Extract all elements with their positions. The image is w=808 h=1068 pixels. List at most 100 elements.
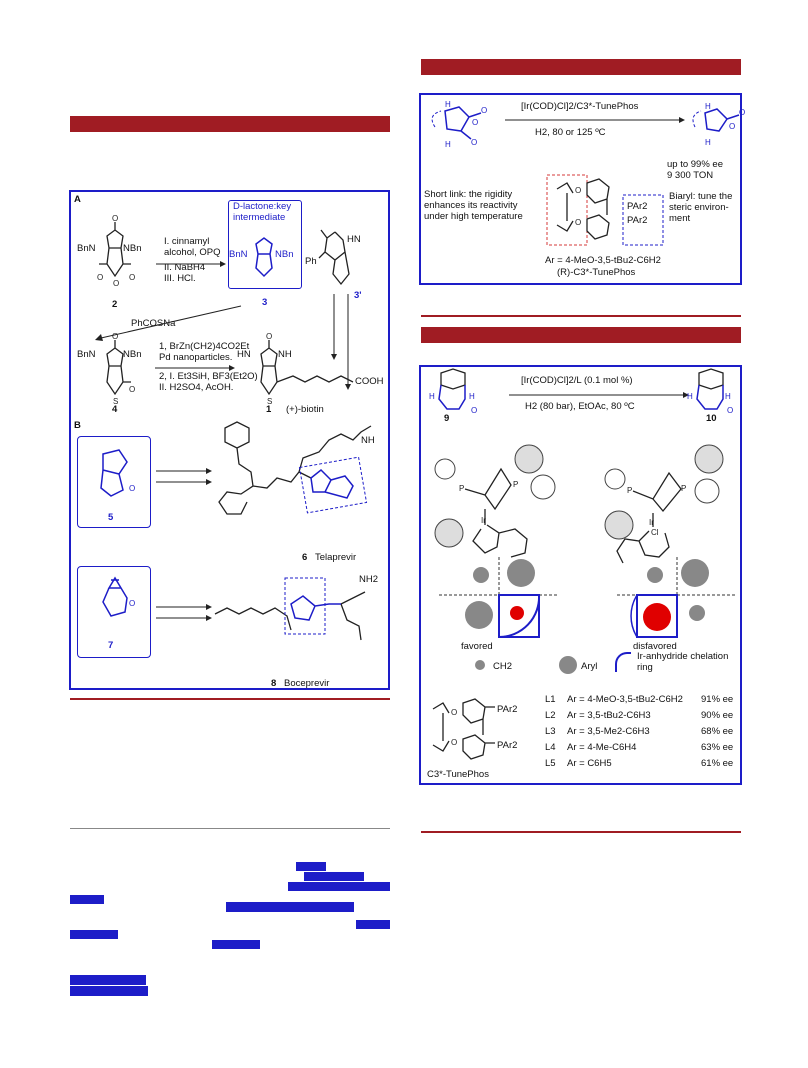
reference-link-1[interactable] xyxy=(296,862,326,871)
divider-right-red-2 xyxy=(421,831,741,833)
svg-text:H: H xyxy=(469,392,475,401)
label-hn: HN xyxy=(347,234,361,245)
ton-top: 9 300 TON xyxy=(667,170,714,181)
par2-top-a: PAr2 xyxy=(627,201,648,212)
figure-panel-left: A O O O O BnN NBn 2 I. cinnamyl alcohol,… xyxy=(69,190,390,690)
legend-aryl-label: Aryl xyxy=(581,661,598,672)
ligand-row: L3 Ar = 3,5-Me2-C6H3 68% ee xyxy=(545,726,734,737)
product-lactone: O O H H xyxy=(692,102,745,147)
compound-7-box xyxy=(77,566,151,658)
substrate-anhydride: O O O H H xyxy=(431,100,487,149)
arrows-3p-to-1 xyxy=(331,294,351,390)
reference-link-3[interactable] xyxy=(288,882,390,891)
dlactone-note: D-lactone:key intermediate xyxy=(233,201,292,223)
svg-text:O: O xyxy=(575,218,581,227)
ligand-name-top: (R)-C3*-TunePhos xyxy=(557,267,636,278)
structure-3-prime xyxy=(318,229,350,286)
product-10: H H O xyxy=(687,368,733,415)
reagent-phcosna: PhCOSNa xyxy=(131,318,176,329)
svg-text:H: H xyxy=(429,392,435,401)
svg-text:O: O xyxy=(575,186,581,195)
disfavored-label: disfavored xyxy=(633,641,677,652)
ligand-row: L1 Ar = 4-MeO-3,5-tBu2-C6H2 91% ee xyxy=(545,694,734,705)
reference-link-10[interactable] xyxy=(70,986,148,996)
compound-3-label: 3 xyxy=(262,297,268,308)
arrow-bottom-reaction xyxy=(509,392,689,398)
arrow-2-to-3 xyxy=(156,261,226,267)
structure-7: O xyxy=(102,576,135,617)
arrow-top-reaction xyxy=(505,117,685,123)
catalyst-bottom: [Ir(COD)Cl]2/L (0.1 mol %) xyxy=(521,375,633,386)
figure-panel-top-right: O O O H H [Ir(COD)Cl]2/C3*-TunePhos H2, … xyxy=(419,93,745,285)
svg-text:O: O xyxy=(129,484,135,493)
quadrant-disfavored xyxy=(617,557,735,638)
structure-1-biotin: O S xyxy=(260,332,354,406)
ligand-row: L2 Ar = 3,5-tBu2-C6H3 90% ee xyxy=(545,710,734,721)
svg-text:O: O xyxy=(266,332,272,341)
compound-9-label: 9 xyxy=(444,413,450,424)
label-nh-1: NH xyxy=(278,349,292,360)
svg-text:H: H xyxy=(687,392,693,401)
ir-complex-disfavored: Ir Cl P P xyxy=(604,444,724,564)
reference-link-7[interactable] xyxy=(70,930,118,939)
structure-6-telaprevir xyxy=(218,421,372,515)
reference-link-4[interactable] xyxy=(70,895,104,904)
compound-5-label: 5 xyxy=(108,512,114,523)
ir-complex-favored: Ir P P xyxy=(434,444,556,558)
compound-1-label: 1 xyxy=(266,404,272,415)
svg-text:P: P xyxy=(681,484,686,493)
svg-text:H: H xyxy=(445,140,451,149)
quadrant-favored xyxy=(439,557,557,639)
biaryl-note: Biaryl: tune the steric environ-ment xyxy=(669,191,733,224)
par2-bottom-b: PAr2 xyxy=(497,740,518,751)
svg-text:O: O xyxy=(113,279,119,288)
tunephos-structure-bottom: O O xyxy=(432,698,495,760)
divider-left-red xyxy=(70,698,390,700)
legend-ch2-label: CH2 xyxy=(493,661,513,672)
arrow-3-to-4 xyxy=(95,305,242,341)
ee-top: up to 99% ee xyxy=(667,159,723,170)
compound-3-box xyxy=(228,200,302,289)
label-ph: Ph xyxy=(305,256,317,267)
section-bar-right-top xyxy=(421,59,741,75)
catalyst-top: [Ir(COD)Cl]2/C3*-TunePhos xyxy=(521,101,639,112)
svg-text:O: O xyxy=(729,122,735,131)
section-bar-right-mid xyxy=(421,327,741,343)
compound-4-label: 4 xyxy=(112,404,118,415)
reference-link-6[interactable] xyxy=(356,920,390,929)
arrow-4-to-1 xyxy=(155,365,235,371)
svg-text:P: P xyxy=(627,486,632,495)
favored-label: favored xyxy=(461,641,493,652)
par2-bottom-a: PAr2 xyxy=(497,704,518,715)
ar-definition-top: Ar = 4-MeO-3,5-tBu2-C6H2 xyxy=(545,255,661,266)
biotin-label: (+)-biotin xyxy=(286,404,324,415)
structure-8-boceprevir xyxy=(214,577,366,641)
svg-text:Cl: Cl xyxy=(651,528,659,537)
svg-text:O: O xyxy=(129,599,135,608)
label-nh2: NH2 xyxy=(359,574,379,585)
reference-link-5[interactable] xyxy=(226,902,354,912)
label-nbn-2: NBn xyxy=(123,243,142,254)
svg-text:Ir: Ir xyxy=(649,518,654,527)
svg-text:O: O xyxy=(471,406,477,415)
reference-link-8[interactable] xyxy=(212,940,260,949)
legend-aryl-swatch xyxy=(559,656,577,674)
compound-2-label: 2 xyxy=(112,299,118,310)
compound-7-label: 7 xyxy=(108,640,114,651)
reference-link-9[interactable] xyxy=(70,975,146,985)
boceprevir-label: Boceprevir xyxy=(284,678,330,689)
compound-8-label: 8 xyxy=(271,678,277,689)
svg-text:Ir: Ir xyxy=(481,516,486,525)
conditions-bottom: H2 (80 bar), EtOAc, 80 ºC xyxy=(525,401,635,412)
reference-link-2[interactable] xyxy=(304,872,364,881)
label-bnn-4: BnN xyxy=(77,349,96,360)
svg-text:O: O xyxy=(129,273,135,282)
svg-text:P: P xyxy=(513,480,518,489)
legend-ring-swatch xyxy=(615,652,631,672)
svg-text:H: H xyxy=(725,392,731,401)
svg-text:H: H xyxy=(705,102,711,111)
conditions-top: H2, 80 or 125 ºC xyxy=(535,127,606,138)
section-a-label: A xyxy=(74,194,81,205)
section-b-label: B xyxy=(74,420,81,431)
ligand-row: L4 Ar = 4-Me-C6H4 63% ee xyxy=(545,742,734,753)
